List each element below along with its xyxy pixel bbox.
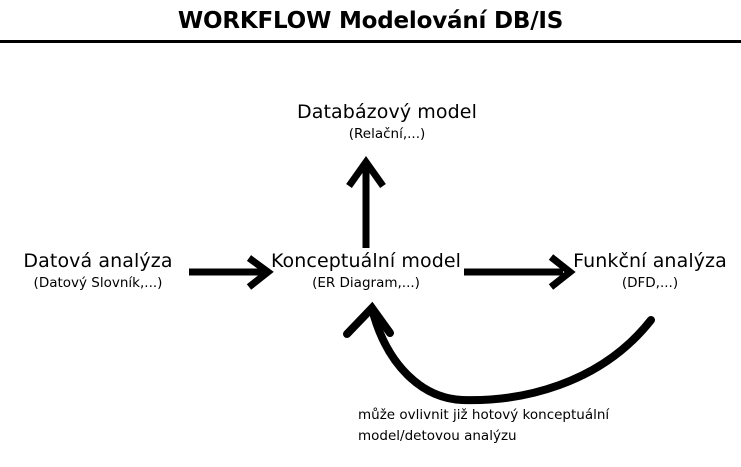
node-functional-analysis-label: Funkční analýza <box>573 250 727 272</box>
node-conceptual-model-sublabel: (ER Diagram,...) <box>312 275 420 291</box>
node-conceptual-model[interactable]: Konceptuální model (ER Diagram,...) <box>269 249 463 293</box>
node-conceptual-model-label: Konceptuální model <box>270 250 462 272</box>
edge-func-feedback <box>343 301 655 405</box>
node-database-model[interactable]: Databázový model (Relační,...) <box>287 100 487 144</box>
edge-concept-to-db <box>346 155 386 248</box>
title-divider <box>0 40 741 43</box>
edge-data-to-concept <box>189 255 274 290</box>
node-database-model-sublabel: (Relační,...) <box>348 126 426 142</box>
page-title: WORKFLOW Modelování DB/IS <box>177 8 564 34</box>
edge-concept-to-func <box>464 254 576 290</box>
node-functional-analysis-sublabel: (DFD,...) <box>621 275 679 291</box>
node-data-analysis-label: Datová analýza <box>23 250 173 272</box>
feedback-note: může ovlivnit již hotový konceptuální mo… <box>358 405 658 447</box>
node-data-analysis[interactable]: Datová analýza (Datový Slovník,...) <box>0 249 196 293</box>
node-data-analysis-sublabel: (Datový Slovník,...) <box>33 275 163 291</box>
feedback-note-line1: může ovlivnit již hotový konceptuální <box>358 407 610 423</box>
feedback-note-line2: model/detovou analýzu <box>358 428 517 444</box>
node-database-model-label: Databázový model <box>297 101 477 123</box>
node-functional-analysis[interactable]: Funkční analýza (DFD,...) <box>570 249 730 293</box>
